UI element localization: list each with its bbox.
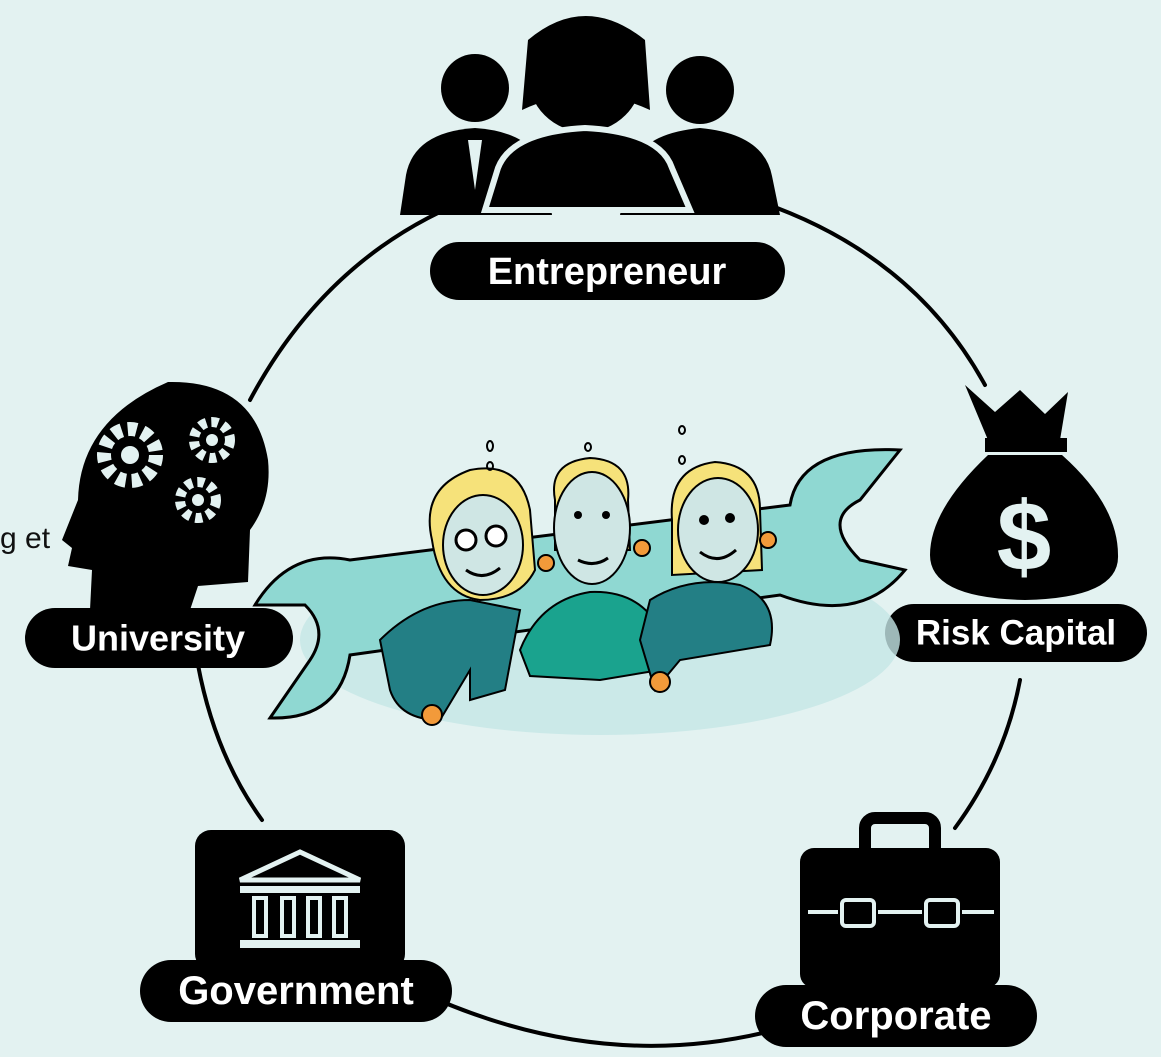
government-label: Government [140, 960, 452, 1022]
svg-text:Corporate: Corporate [800, 994, 991, 1038]
person-left [378, 467, 537, 722]
cut-off-text: g et [0, 522, 51, 555]
svg-text:Entrepreneur: Entrepreneur [488, 251, 727, 293]
university-label: University [25, 608, 293, 668]
person-right [638, 460, 773, 693]
svg-text:$: $ [997, 481, 1052, 591]
corporate-label: Corporate [755, 985, 1037, 1047]
money-bag-icon: $ [930, 385, 1119, 600]
svg-text:University: University [71, 618, 245, 659]
entrepreneur-label: Entrepreneur [430, 242, 785, 300]
risk-capital-label: Risk Capital [885, 604, 1147, 662]
head-gears-icon [62, 381, 269, 610]
team-wrench-illustration [252, 425, 908, 735]
people-group-icon [400, 12, 780, 215]
briefcase-icon [800, 812, 1000, 988]
bank-building-icon [195, 830, 405, 970]
svg-text:Risk Capital: Risk Capital [916, 614, 1116, 653]
svg-text:Government: Government [178, 969, 414, 1013]
person-middle [518, 456, 661, 682]
